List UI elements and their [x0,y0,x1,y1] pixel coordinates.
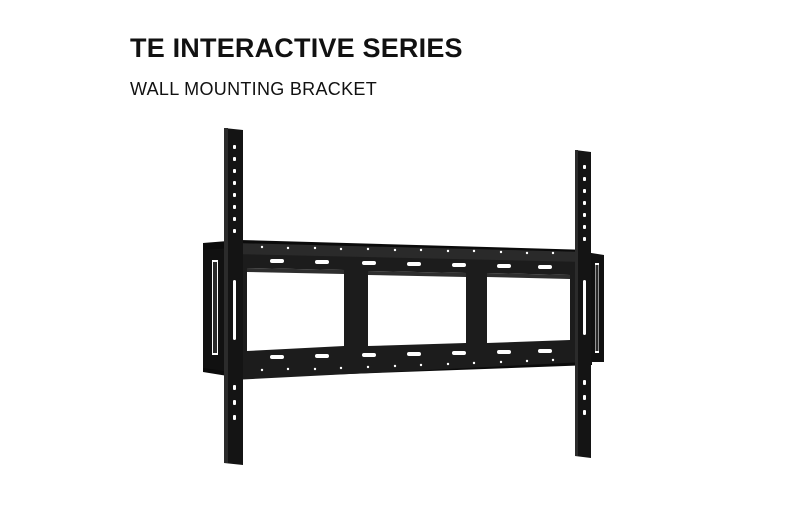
product-series-title: TE INTERACTIVE SERIES [130,33,463,63]
bottom-rail-slots [270,349,552,359]
product-name-subtitle: WALL MOUNTING BRACKET [130,79,377,99]
top-rail-slots [270,259,552,269]
frame-cutout-right [487,273,570,343]
left-vertical-arm [224,128,243,465]
frame-cutout-middle [368,271,466,346]
frame-top-rail [232,243,585,262]
bottom-rail-holes [260,358,555,372]
top-rail-holes [260,245,555,255]
right-vertical-arm [575,150,591,458]
frame-cutout-left [247,268,344,351]
